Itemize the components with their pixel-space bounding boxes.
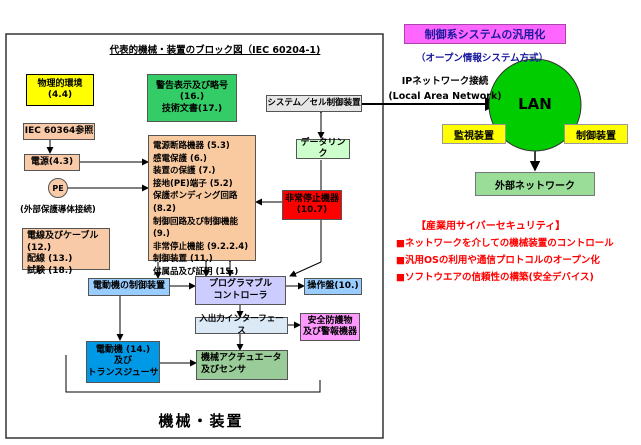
motor-control-box: 電動機の制御装置: [88, 278, 170, 296]
programmable-controller-box: プログラマブル コントローラ: [195, 276, 286, 305]
security-item: ■汎用OSの利用や通信プロトコルのオープン化: [396, 255, 600, 266]
machine-frame: [5, 33, 384, 439]
security-item: ■ネットワークを介しての機械装置のコントロール: [396, 238, 614, 249]
security-heading: 【産業用サイバーセキュリティ】: [416, 221, 566, 232]
main-protection-block: 電源断路機器 (5.3) 感電保護 (6.) 装置の保護 (7.) 接地(PE)…: [148, 135, 256, 277]
physical-environment-box: 物理的環境 (4.4): [26, 74, 94, 106]
system-cell-control-box: システム／セル制御装置: [266, 95, 362, 112]
motor-transducer-box: 電動機 (14.) 及び トランスジューサ: [86, 341, 160, 383]
security-item: ■ソフトウエアの信頼性の構築(安全デバイス): [396, 272, 594, 283]
datalink-prog-arrow: [289, 261, 322, 277]
cables-box: 電線及びケーブル(12.) 配線 (13.) 試験 (18.): [22, 228, 110, 276]
machine-frame-label: 機械・装置: [158, 412, 244, 430]
bottom-loop-line: [65, 355, 321, 393]
control-device-box: 制御装置: [564, 124, 628, 144]
power-box: 電源(4.3): [24, 154, 80, 171]
actuator-sensor-box: 機械アクチュエータ 及びセンサ: [196, 350, 288, 380]
open-system-subtitle: （オープン情報システム方式）: [416, 53, 549, 64]
io-interface-box: 入出力インターフェース: [195, 314, 288, 336]
external-protective-label: (外部保護導体接続): [20, 205, 96, 215]
operator-panel-box: 操作盤(10.): [304, 278, 362, 295]
pe-terminal: PE: [48, 178, 68, 198]
ip-network-label: IPネットワーク接続 (Local Area Network): [388, 76, 502, 102]
safety-devices-box: 安全防護物 及び警報機器: [300, 313, 360, 341]
diagram-title: 代表的機械・装置のブロック図（IEC 60204-1): [109, 45, 321, 56]
generalization-title: 制御系システムの汎用化: [404, 24, 566, 44]
lan-label: LAN: [518, 95, 552, 113]
lan-circle: [488, 58, 582, 152]
data-link-box: データリンク: [296, 138, 350, 159]
iec-reference-box: IEC 60364参照: [23, 123, 95, 140]
emergency-stop-box: 非常停止機器 (10.7): [282, 190, 342, 220]
monitoring-device-box: 監視装置: [442, 124, 506, 144]
warning-docs-box: 警告表示及び略号(16.) 技術文書(17.): [147, 74, 237, 122]
external-network-box: 外部ネットワーク: [475, 172, 595, 196]
